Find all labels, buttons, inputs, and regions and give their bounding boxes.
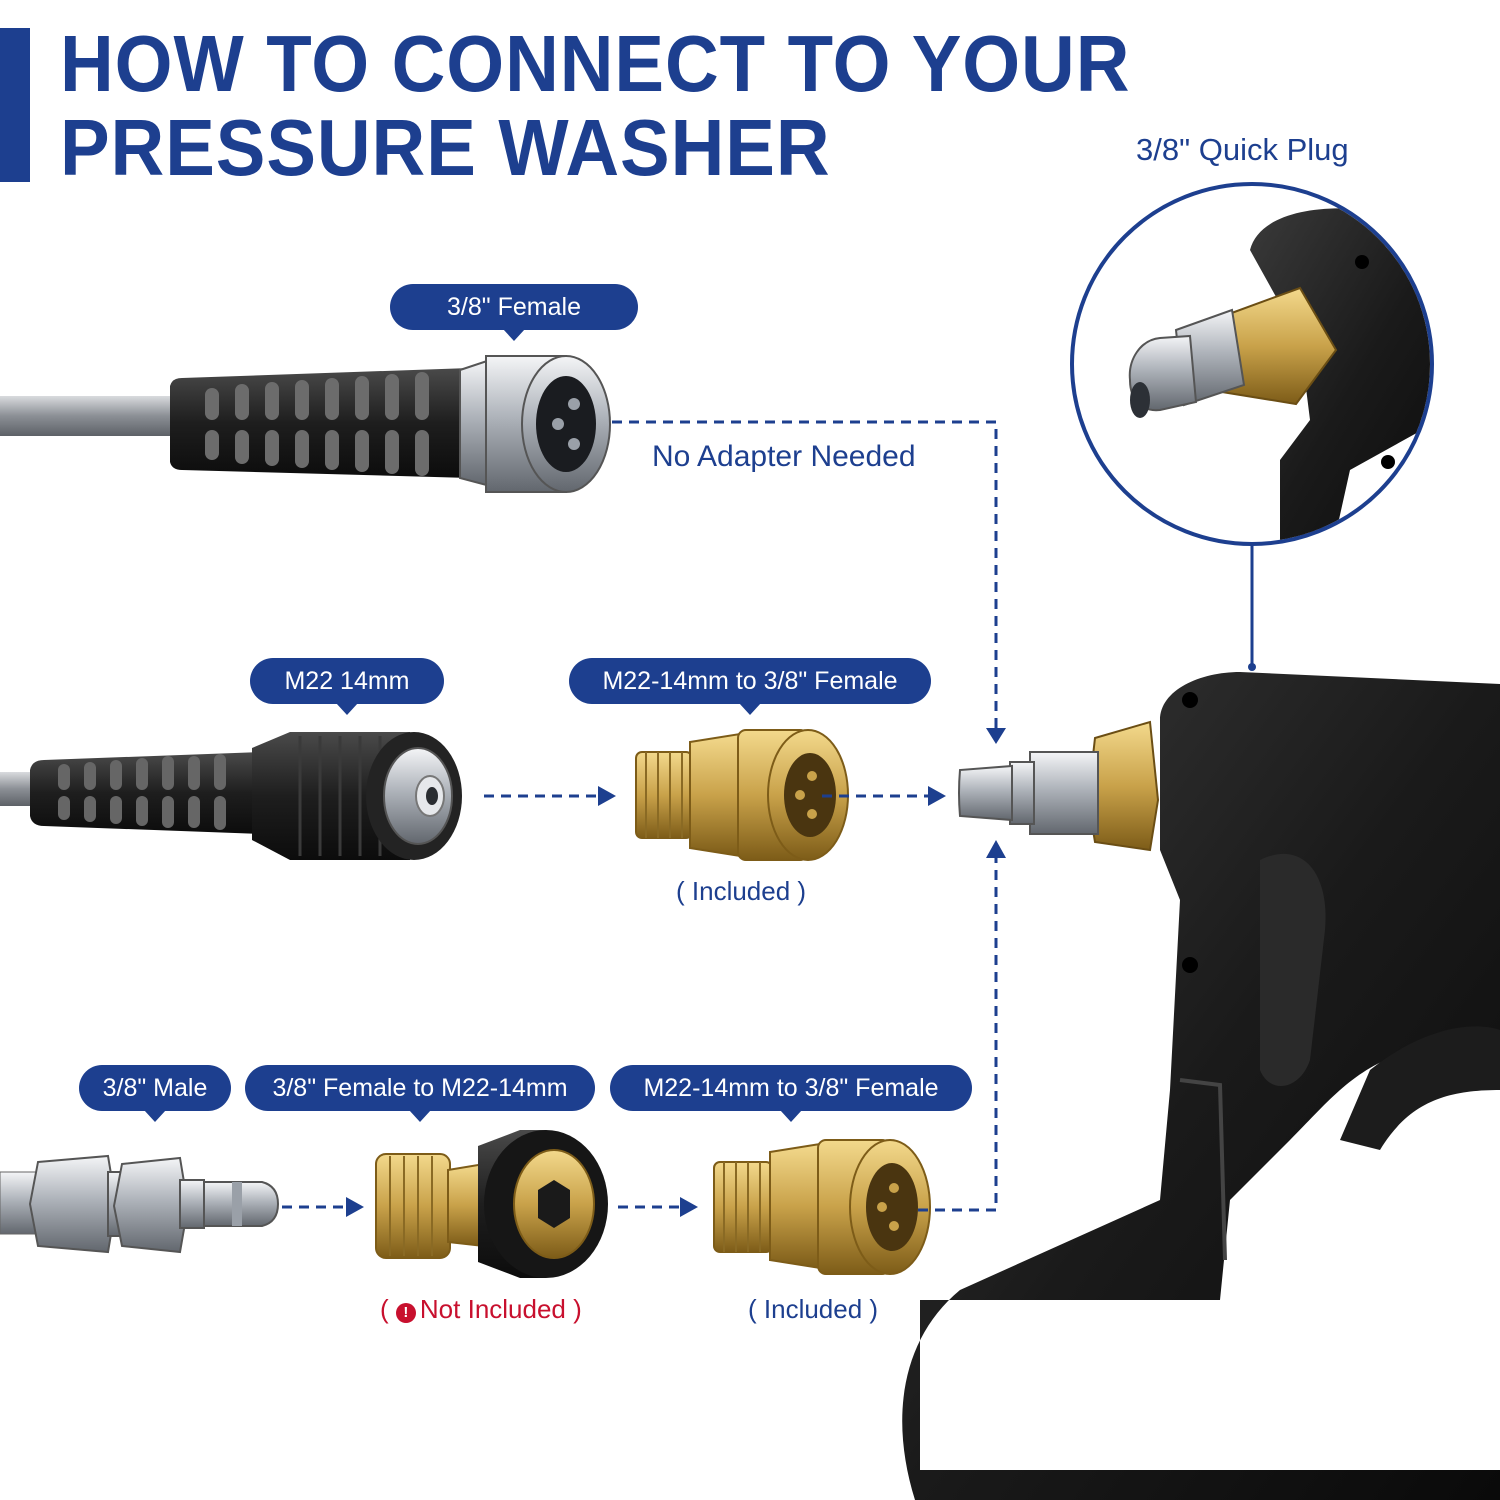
m22-hose-icon — [0, 732, 462, 860]
title-line-2: PRESSURE WASHER — [60, 103, 831, 192]
not-included-status: ( !Not Included ) — [380, 1294, 582, 1325]
female-to-m22-adapter-icon — [375, 1130, 608, 1278]
arrow-down-icon — [986, 728, 1006, 744]
male-plug-icon — [0, 1154, 280, 1254]
spray-gun-icon — [902, 672, 1500, 1500]
arrow-right-icon — [928, 786, 946, 806]
m22-adapter-2-label: M22-14mm to 3/8" Female — [610, 1065, 972, 1122]
row3-connector-c — [918, 858, 998, 1212]
m22-adapter-status: ( Included ) — [676, 876, 807, 906]
warning-icon: ! — [395, 1303, 416, 1323]
row1-connector — [612, 420, 998, 730]
arrow-right-icon — [598, 786, 616, 806]
quick-plug-label: 3/8" Quick Plug — [1136, 132, 1349, 167]
no-adapter-note: No Adapter Needed — [652, 440, 916, 473]
m22-to-female-adapter-2-icon — [713, 1139, 931, 1275]
arrow-up-icon — [986, 840, 1006, 858]
m22-hose-label: M22 14mm — [250, 658, 444, 715]
title-line-1: HOW TO CONNECT TO YOUR — [60, 19, 1131, 108]
male-plug-label: 3/8" Male — [79, 1065, 231, 1122]
connector-arrows — [346, 728, 1006, 1217]
m22-adapter-2-status: ( Included ) — [748, 1294, 879, 1324]
female-hose-label: 3/8" Female — [390, 284, 638, 341]
arrow-right-icon — [346, 1197, 364, 1217]
m22-adapter-label: M22-14mm to 3/8" Female — [569, 658, 931, 715]
connector-lines — [282, 420, 998, 1212]
m22-to-female-adapter-icon — [635, 729, 849, 861]
female-hose-icon — [0, 355, 611, 493]
title-accent-bar — [0, 28, 30, 182]
arrow-right-icon — [680, 1197, 698, 1217]
status-text: Not Included — [419, 1294, 566, 1324]
page-title: HOW TO CONNECT TO YOUR PRESSURE WASHER — [60, 22, 1130, 190]
zoom-connector-dot — [1248, 663, 1256, 671]
status-close-paren: ) — [573, 1294, 582, 1324]
quick-plug-zoom-circle — [1070, 182, 1434, 546]
status-open-paren: ( — [380, 1294, 389, 1324]
female-to-m22-adapter-label: 3/8" Female to M22-14mm — [245, 1065, 595, 1122]
